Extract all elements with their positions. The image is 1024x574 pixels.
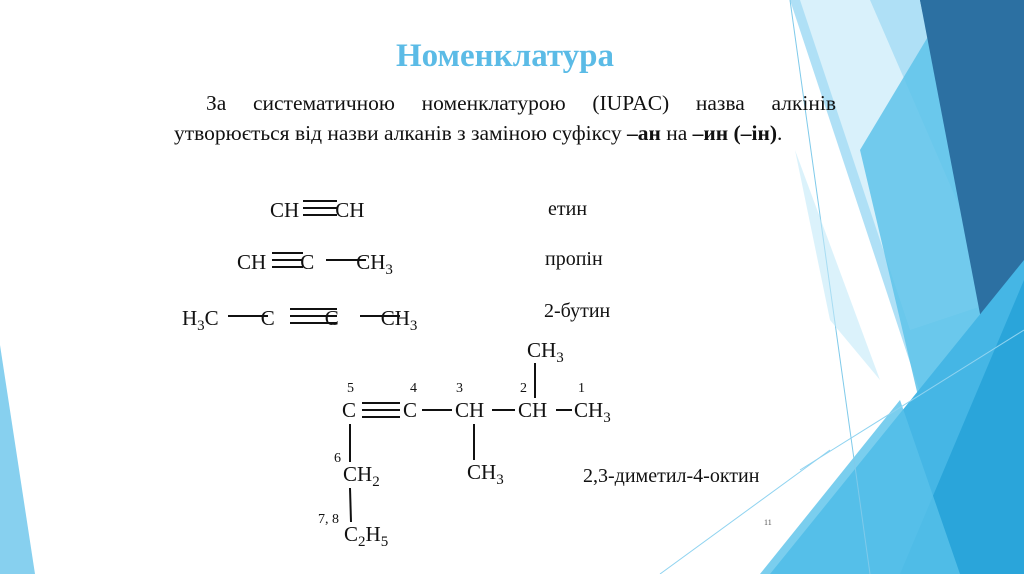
atom-c: C: [204, 306, 219, 330]
para-text-1: За систематичною номенклатурою (IUPAC) н…: [174, 91, 836, 145]
subscript: 2: [372, 474, 380, 490]
atom-ch3: CH: [467, 460, 497, 484]
atom-c: C: [344, 522, 359, 546]
atom-ch: CH: [335, 198, 365, 222]
subscript: 3: [385, 262, 393, 278]
locant-2: 2: [520, 381, 527, 396]
ethyne-name: етин: [548, 198, 588, 220]
atom-ch3: CH: [356, 250, 386, 274]
atom-ch: CH: [270, 198, 300, 222]
atom-c5: C: [342, 398, 357, 422]
atom-ch3: CH: [574, 398, 604, 422]
subscript: 3: [409, 318, 418, 334]
atom-ch: CH: [237, 250, 267, 274]
atom-c3: CH: [455, 398, 485, 422]
butyne-name: 2-бутин: [544, 300, 611, 322]
subscript: 3: [197, 318, 205, 334]
ethyne-formula: CH CH: [270, 198, 364, 223]
subscript: 2: [358, 534, 366, 550]
atom-c2: CH: [518, 398, 548, 422]
atom-c2h5: C2H5: [344, 522, 388, 551]
subscript: 3: [603, 410, 611, 426]
locant-5: 5: [347, 381, 354, 396]
para-text-3: .: [777, 121, 783, 145]
suffix-an: –ан: [626, 121, 661, 145]
locant-7-8: 7, 8: [318, 512, 339, 527]
atom-ch3: CH: [380, 306, 410, 330]
atom-h: H: [182, 306, 198, 330]
locant-6: 6: [334, 451, 341, 466]
atom-ch3: CH: [527, 338, 557, 362]
atom-c: C: [260, 306, 275, 330]
subscript: 3: [496, 472, 504, 488]
intro-paragraph: За систематичною номенклатурою (IUPAC) н…: [174, 88, 836, 148]
propyne-name: пропін: [545, 248, 603, 270]
locant-4: 4: [410, 381, 417, 396]
atom-c: C: [300, 250, 315, 274]
para-text-2: на: [660, 121, 693, 145]
top-ch3: CH3: [527, 338, 564, 367]
atom-c1: CH3: [574, 398, 611, 427]
locant-3: 3: [456, 381, 463, 396]
atom-ch2: CH: [343, 462, 373, 486]
bottom-ch3: CH3: [467, 460, 504, 489]
subscript: 5: [380, 534, 389, 550]
slide-title: Номенклатура: [396, 38, 614, 74]
atom-h: H: [365, 522, 381, 546]
atom-c: C: [324, 306, 339, 330]
atom-c6: CH2: [343, 462, 380, 491]
atom-c4: C: [403, 398, 418, 422]
locant-1: 1: [578, 381, 585, 396]
page-number: 11: [764, 518, 772, 527]
subscript: 3: [556, 350, 564, 366]
suffix-in: –ин (–ін): [692, 121, 777, 145]
octyne-name: 2,3-диметил-4-октин: [583, 465, 760, 487]
